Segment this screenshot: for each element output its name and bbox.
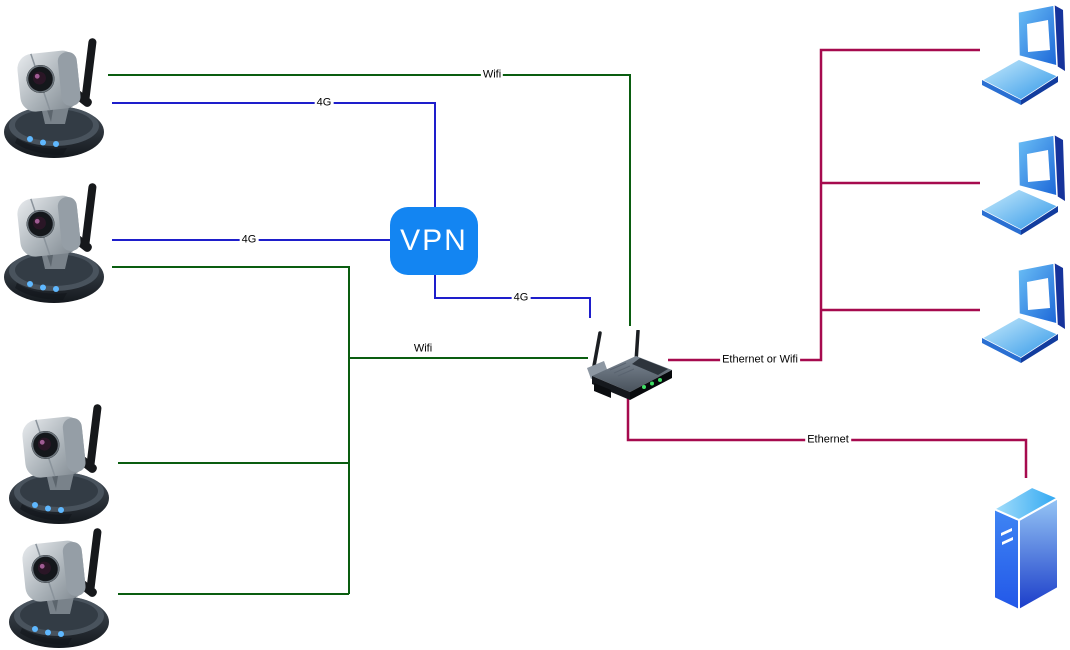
cellular-edges (112, 102, 591, 318)
edge-label-ethernet-or-wifi: Ethernet or Wifi (720, 353, 800, 367)
edge-camera1-router-wifi (108, 74, 631, 326)
wifi-edges (108, 74, 631, 595)
ip-camera-icon-1 (3, 38, 108, 160)
edge-camera2-wifi-trunk (112, 266, 350, 594)
edge-label-ethernet-server: Ethernet (805, 433, 851, 447)
edge-router-laptop1-ethernet (668, 48, 980, 362)
vpn-label: VPN (400, 224, 468, 257)
edge-label-wifi-trunk: Wifi (413, 342, 433, 355)
server-icon (988, 476, 1064, 612)
ip-camera-icon-3 (8, 404, 113, 526)
edge-label-4g-camera1: 4G (314, 96, 334, 110)
vpn-node: VPN (390, 207, 478, 275)
laptop-icon-3 (979, 261, 1070, 363)
ethernet-edges (626, 48, 1028, 478)
ip-camera-icon-4 (8, 528, 113, 650)
ip-camera-icon-2 (3, 183, 108, 305)
edge-label-4g-vpn-router: 4G (511, 291, 531, 305)
edge-label-4g-camera2: 4G (239, 233, 259, 247)
edge-label-wifi-top: Wifi (480, 68, 504, 82)
laptop-icon-2 (979, 133, 1070, 235)
edge-camera1-vpn-4g (112, 102, 436, 207)
laptop-icon-1 (979, 3, 1070, 105)
wireless-router-icon (584, 330, 676, 402)
